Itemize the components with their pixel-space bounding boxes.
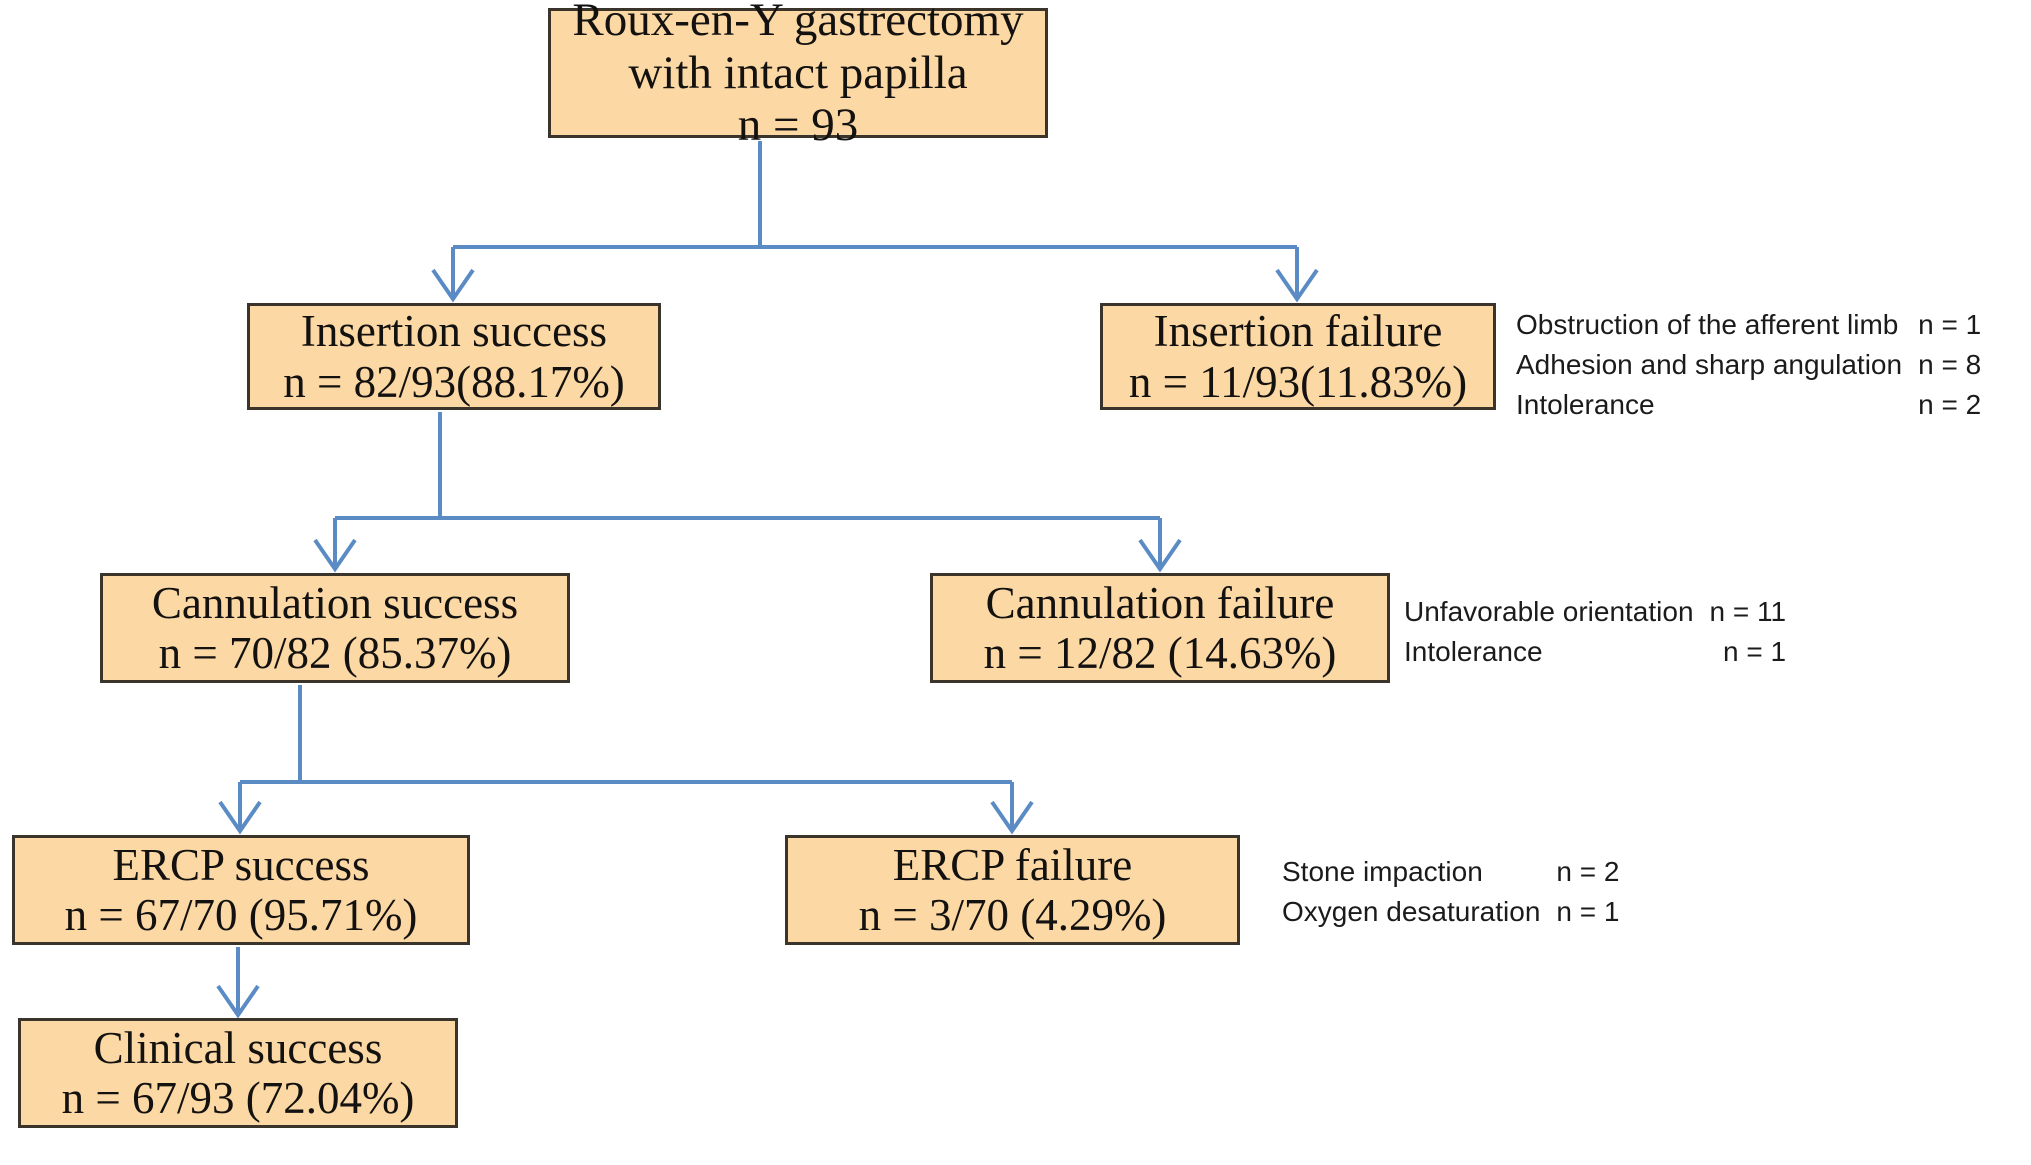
- node-insertion-failure-label: Insertion failure: [1153, 306, 1443, 357]
- node-cannulation-failure[interactable]: Cannulation failure n = 12/82 (14.63%): [930, 573, 1390, 683]
- annotation-row: Intolerance n = 1: [1404, 632, 1786, 672]
- annotation-value: n = 2: [1556, 856, 1620, 887]
- node-cannulation-success-count: n = 70/82 (85.37%): [158, 628, 512, 678]
- node-root-line2: with intact papilla: [628, 46, 968, 99]
- node-insertion-failure[interactable]: Insertion failure n = 11/93(11.83%): [1100, 303, 1496, 410]
- node-ercp-failure-count: n = 3/70 (4.29%): [858, 890, 1167, 940]
- node-insertion-success-count: n = 82/93(88.17%): [283, 356, 625, 407]
- node-ercp-success-count: n = 67/70 (95.71%): [64, 890, 418, 940]
- node-clinical-success[interactable]: Clinical success n = 67/93 (72.04%): [18, 1018, 458, 1128]
- annotation-value: n = 1: [1723, 635, 1787, 667]
- connector-cannulation-split: [218, 685, 1034, 835]
- annotation-value: n = 2: [1918, 388, 1982, 420]
- connector-ercp-to-clinical: [216, 947, 260, 1019]
- annotation-value: n = 8: [1918, 348, 1982, 380]
- annotation-label: Intolerance: [1404, 635, 1543, 667]
- annotation-row: Unfavorable orientation n = 11: [1404, 592, 1786, 632]
- annotation-value: n = 1: [1918, 309, 1982, 340]
- connector-insertion-split: [313, 412, 1182, 573]
- annotation-row: Oxygen desaturation n = 1: [1282, 892, 1619, 932]
- annotation-label: Oxygen desaturation: [1282, 895, 1541, 927]
- annotation-label: Unfavorable orientation: [1404, 596, 1694, 627]
- annotation-row: Intolerance n = 2: [1516, 385, 1981, 425]
- annotation-ercp-failure-reasons: Stone impaction n = 2 Oxygen desaturatio…: [1282, 852, 1619, 932]
- node-cannulation-failure-count: n = 12/82 (14.63%): [983, 628, 1337, 678]
- annotation-label: Obstruction of the afferent limb: [1516, 309, 1899, 340]
- node-insertion-failure-count: n = 11/93(11.83%): [1128, 356, 1468, 407]
- connector-root-split: [431, 141, 1319, 303]
- node-cannulation-success[interactable]: Cannulation success n = 70/82 (85.37%): [100, 573, 570, 683]
- node-cannulation-failure-label: Cannulation failure: [985, 577, 1335, 628]
- node-root-line3: n = 93: [737, 99, 859, 152]
- node-cannulation-success-label: Cannulation success: [151, 577, 519, 628]
- annotation-insertion-failure-reasons: Obstruction of the afferent limb n = 1 A…: [1516, 305, 1981, 424]
- node-root-line1: Roux-en-Y gastrectomy: [572, 0, 1024, 47]
- node-ercp-success[interactable]: ERCP success n = 67/70 (95.71%): [12, 835, 470, 945]
- annotation-label: Intolerance: [1516, 388, 1655, 420]
- annotation-value: n = 1: [1556, 895, 1620, 927]
- annotation-label: Stone impaction: [1282, 856, 1483, 887]
- annotation-value: n = 11: [1709, 596, 1787, 627]
- annotation-row: Adhesion and sharp angulation n = 8: [1516, 345, 1981, 385]
- annotation-label: Adhesion and sharp angulation: [1516, 348, 1903, 380]
- node-ercp-success-label: ERCP success: [112, 839, 370, 890]
- node-ercp-failure[interactable]: ERCP failure n = 3/70 (4.29%): [785, 835, 1240, 945]
- annotation-row: Obstruction of the afferent limb n = 1: [1516, 305, 1981, 345]
- annotation-cannulation-failure-reasons: Unfavorable orientation n = 11 Intoleran…: [1404, 592, 1786, 672]
- node-clinical-success-label: Clinical success: [93, 1022, 383, 1073]
- node-clinical-success-count: n = 67/93 (72.04%): [61, 1073, 415, 1123]
- node-insertion-success[interactable]: Insertion success n = 82/93(88.17%): [247, 303, 661, 410]
- node-insertion-success-label: Insertion success: [300, 306, 608, 357]
- node-ercp-failure-label: ERCP failure: [892, 839, 1133, 890]
- node-root[interactable]: Roux-en-Y gastrectomy with intact papill…: [548, 0, 1048, 151]
- annotation-row: Stone impaction n = 2: [1282, 852, 1619, 892]
